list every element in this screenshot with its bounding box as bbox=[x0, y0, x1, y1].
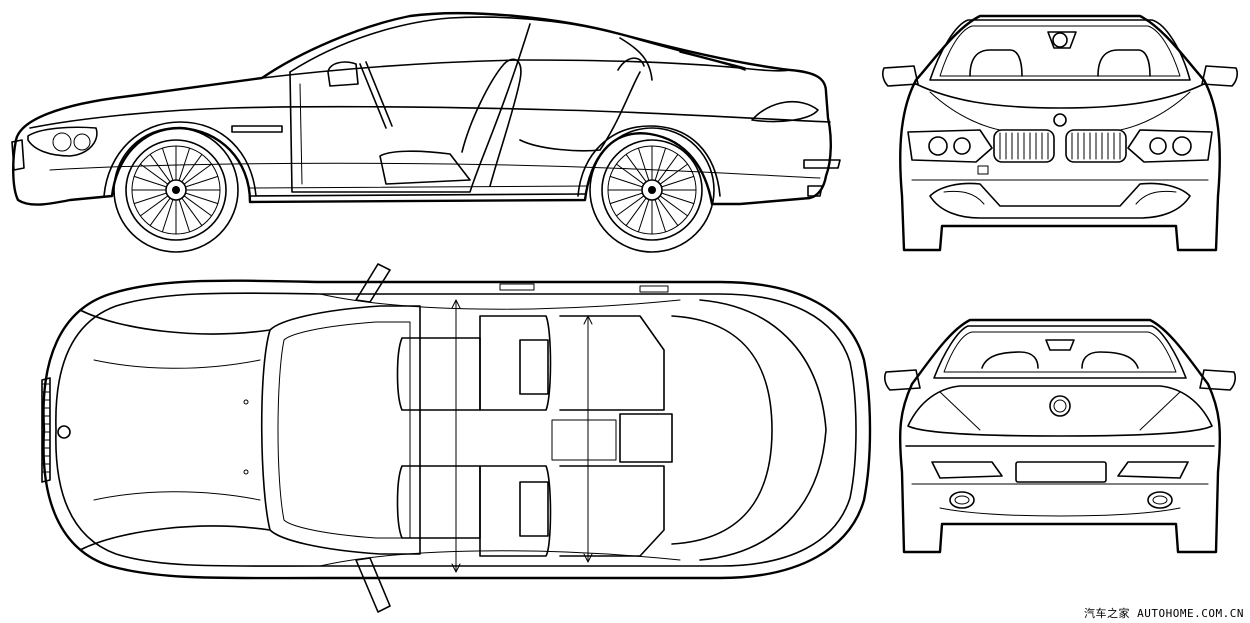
rear-view bbox=[884, 318, 1236, 554]
watermark: 汽车之家 AUTOHOME.COM.CN bbox=[1084, 607, 1244, 620]
side-view bbox=[11, 12, 841, 253]
front-view bbox=[882, 14, 1238, 252]
top-view bbox=[41, 263, 872, 613]
